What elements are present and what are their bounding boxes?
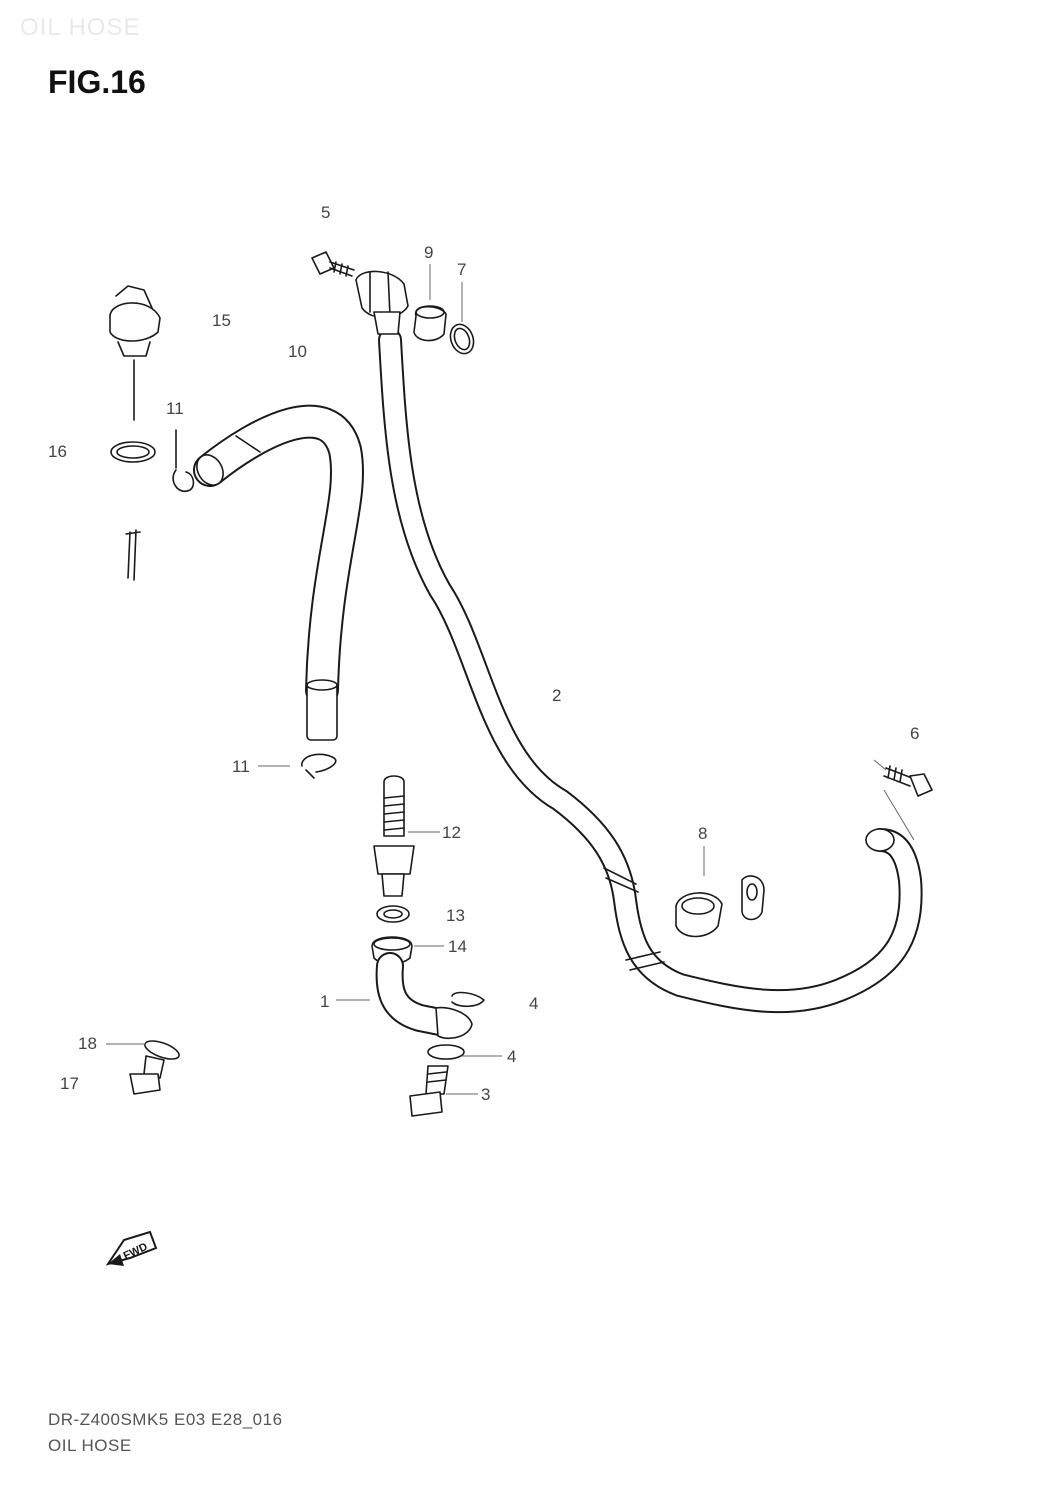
callout-7: 7 <box>457 260 466 279</box>
hose-10 <box>193 404 365 741</box>
forward-direction-badge: FWD <box>105 1230 158 1266</box>
figure-title: FIG.16 <box>48 64 146 100</box>
callout-9: 9 <box>424 243 433 262</box>
dipstick <box>125 529 141 581</box>
page-watermark: OIL HOSE <box>20 14 141 41</box>
callout-4-upper: 4 <box>529 994 538 1013</box>
model-code: DR-Z400SMK5 E03 E28_016 <box>48 1410 283 1429</box>
bracket-8 <box>675 875 765 938</box>
clip-11-lower <box>301 753 337 779</box>
top-banjo-fitting <box>311 251 475 355</box>
hose-1 <box>375 952 473 1040</box>
callout-10: 10 <box>288 342 307 361</box>
callout-14: 14 <box>448 937 467 956</box>
callout-6: 6 <box>910 724 919 743</box>
o-ring-16 <box>110 441 156 463</box>
callout-4-lower: 4 <box>507 1047 516 1066</box>
washer-13 <box>376 905 410 923</box>
union-bolt-12 <box>373 775 415 897</box>
gasket-4-upper <box>451 991 485 1008</box>
oil-filler-cap-15 <box>109 285 161 421</box>
bolt-5 <box>311 251 355 277</box>
diagram-caption: OIL HOSE <box>48 1436 132 1455</box>
callout-5: 5 <box>321 203 330 222</box>
bolt-3 <box>409 1065 449 1117</box>
callout-16: 16 <box>48 442 67 461</box>
gasket-4-lower <box>427 1044 465 1060</box>
callout-17: 17 <box>60 1074 79 1093</box>
leader-lines <box>106 264 915 1095</box>
drain-plug-17 <box>129 1055 165 1095</box>
hose-2 <box>378 328 923 1014</box>
callout-11-lower: 11 <box>232 757 250 776</box>
callout-12: 12 <box>442 823 461 842</box>
callout-18: 18 <box>78 1034 97 1053</box>
callout-13: 13 <box>446 906 465 925</box>
callout-8: 8 <box>698 824 707 843</box>
callout-3: 3 <box>481 1085 490 1104</box>
callout-11-upper: 11 <box>166 399 184 418</box>
callout-1: 1 <box>320 992 329 1011</box>
callout-2: 2 <box>552 686 561 705</box>
o-ring-7 <box>449 323 475 355</box>
bolt-6 <box>883 765 933 797</box>
washer-9 <box>413 305 447 342</box>
callout-numbers: 5 9 7 15 10 11 16 2 6 11 8 12 13 14 1 4 … <box>48 203 919 1104</box>
clip-11-upper <box>172 429 195 493</box>
callout-15: 15 <box>212 311 231 330</box>
